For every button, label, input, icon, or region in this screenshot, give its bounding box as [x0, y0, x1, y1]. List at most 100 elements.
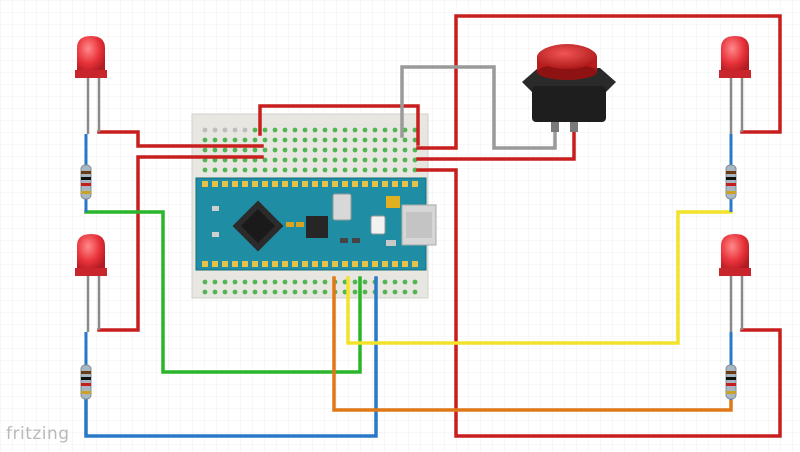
- breadboard-hole: [362, 127, 368, 133]
- breadboard-hole: [402, 127, 408, 133]
- breadboard-hole: [222, 167, 228, 173]
- nano-pin: [382, 261, 388, 267]
- breadboard-hole: [262, 127, 268, 133]
- breadboard-hole: [372, 157, 378, 163]
- wire-red-top-left-led: [97, 130, 264, 148]
- breadboard-hole: [362, 289, 368, 295]
- breadboard-hole: [342, 167, 348, 173]
- crystal: [332, 193, 352, 221]
- breadboard-hole: [352, 289, 358, 295]
- nano-pin: [232, 261, 238, 267]
- breadboard-hole: [232, 137, 238, 143]
- breadboard-hole: [272, 127, 278, 133]
- breadboard-hole: [242, 137, 248, 143]
- breadboard-hole: [322, 289, 328, 295]
- nano-pin: [392, 181, 398, 187]
- nano-pin: [272, 181, 278, 187]
- breadboard-hole: [392, 137, 398, 143]
- nano-pin: [412, 261, 418, 267]
- breadboard-hole: [272, 157, 278, 163]
- breadboard-hole: [352, 147, 358, 153]
- breadboard-hole: [252, 147, 258, 153]
- led-bottom-left: [75, 234, 107, 332]
- breadboard-hole: [312, 127, 318, 133]
- nano-pin: [202, 261, 208, 267]
- breadboard-hole: [232, 127, 238, 133]
- nano-pin: [322, 181, 328, 187]
- nano-pin: [262, 181, 268, 187]
- nano-pin: [302, 261, 308, 267]
- breadboard-hole: [332, 137, 338, 143]
- breadboard-hole: [252, 127, 258, 133]
- breadboard-hole: [212, 157, 218, 163]
- led-top-left: [75, 36, 107, 134]
- breadboard-hole: [262, 289, 268, 295]
- breadboard-hole: [292, 289, 298, 295]
- breadboard-hole: [302, 279, 308, 285]
- breadboard-hole: [382, 127, 388, 133]
- breadboard-hole: [232, 157, 238, 163]
- breadboard-hole: [372, 147, 378, 153]
- breadboard-hole: [352, 137, 358, 143]
- breadboard-hole: [272, 167, 278, 173]
- nano-pin: [352, 181, 358, 187]
- nano-pin-headers: [202, 181, 418, 267]
- wire-red-right-loop: [416, 14, 782, 150]
- breadboard-hole: [202, 157, 208, 163]
- nano-pin: [262, 261, 268, 267]
- wire-yellow: [346, 210, 733, 345]
- nano-pin: [342, 261, 348, 267]
- nano-pin: [272, 261, 278, 267]
- breadboard-hole: [342, 157, 348, 163]
- breadboard-hole: [362, 279, 368, 285]
- breadboard-hole: [232, 147, 238, 153]
- breadboard-hole: [222, 289, 228, 295]
- breadboard-hole: [402, 147, 408, 153]
- wire-red-board-left: [97, 155, 264, 332]
- wire-gray-button: [400, 65, 557, 150]
- breadboard-hole: [292, 167, 298, 173]
- breadboard-hole: [282, 157, 288, 163]
- breadboard-hole: [282, 167, 288, 173]
- breadboard-hole: [252, 137, 258, 143]
- breadboard-hole: [242, 157, 248, 163]
- breadboard-hole: [262, 167, 268, 173]
- reset-button: [370, 215, 386, 235]
- breadboard-hole: [412, 137, 418, 143]
- breadboard-hole: [292, 127, 298, 133]
- nano-pin: [362, 181, 368, 187]
- wire-blue: [84, 276, 378, 438]
- breadboard-hole: [262, 137, 268, 143]
- breadboard-hole: [412, 147, 418, 153]
- nano-pin: [362, 261, 368, 267]
- nano-pin: [212, 261, 218, 267]
- breadboard-hole: [212, 147, 218, 153]
- resistor-top-right: [725, 134, 737, 212]
- breadboard-hole: [322, 137, 328, 143]
- breadboard-hole: [332, 127, 338, 133]
- breadboard-hole: [352, 279, 358, 285]
- breadboard-hole: [392, 147, 398, 153]
- arduino-nano: [195, 177, 437, 271]
- nano-pin: [322, 261, 328, 267]
- breadboard-hole: [212, 279, 218, 285]
- breadboard-hole: [322, 157, 328, 163]
- breadboard-hole: [302, 127, 308, 133]
- breadboard-hole: [342, 127, 348, 133]
- breadboard-hole: [222, 279, 228, 285]
- breadboard-hole: [242, 279, 248, 285]
- breadboard-hole: [402, 157, 408, 163]
- breadboard-hole: [282, 137, 288, 143]
- breadboard-hole: [392, 157, 398, 163]
- nano-pin: [232, 181, 238, 187]
- breadboard-hole: [202, 137, 208, 143]
- nano-pin: [332, 181, 338, 187]
- breadboard-hole: [232, 167, 238, 173]
- breadboard-hole: [212, 137, 218, 143]
- breadboard-hole: [362, 137, 368, 143]
- breadboard-hole: [202, 289, 208, 295]
- breadboard-hole: [372, 127, 378, 133]
- breadboard-hole: [202, 127, 208, 133]
- breadboard-hole: [252, 157, 258, 163]
- push-button: [522, 44, 616, 132]
